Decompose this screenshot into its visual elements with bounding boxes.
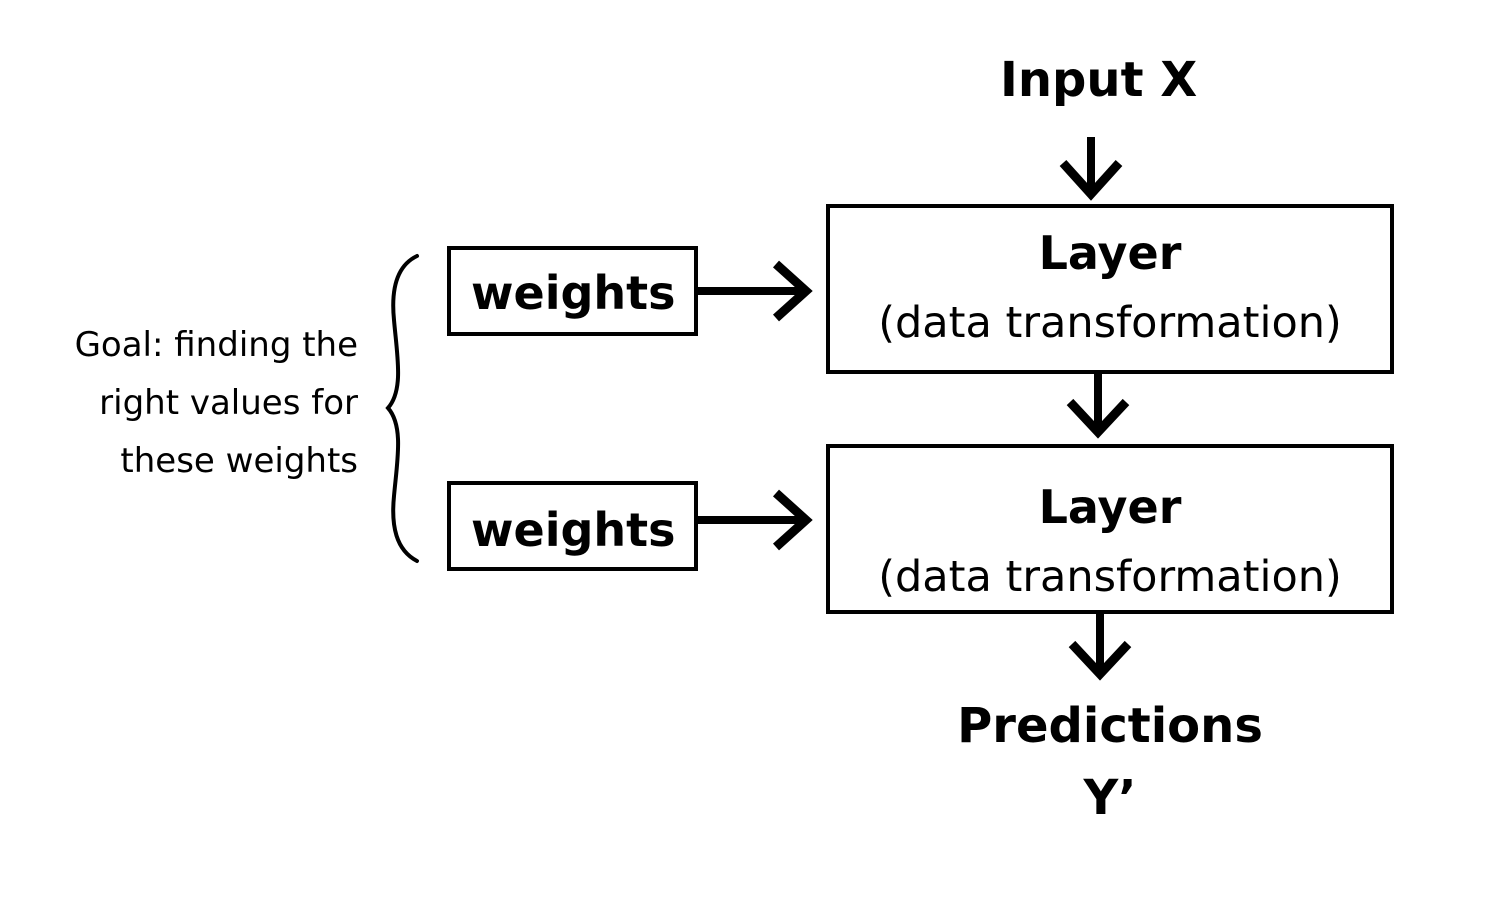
layer-box-2: Layer (data transformation) [826,444,1394,614]
goal-line-1: Goal: finding the [74,325,358,365]
arrow-weights2-to-layer2 [698,489,813,551]
layer-description-2: (data transformation) [878,552,1342,602]
arrow-layer1-to-layer2 [1066,374,1130,439]
arrow-layer2-to-predictions [1068,614,1132,681]
goal-line-3: these weights [120,441,358,481]
layer-name-2: Layer [1038,480,1182,534]
layer-box-1: Layer (data transformation) [826,204,1394,374]
weights-label-1: weights [471,266,676,320]
layer-name-1: Layer [1038,226,1182,280]
layer-description-1: (data transformation) [878,298,1342,348]
arrow-input-to-layer1 [1059,137,1123,201]
predictions-label: Predictions [957,698,1263,754]
goal-text: Goal: finding the right values for these… [10,316,358,490]
weights-box-1: weights [447,246,698,336]
input-label: Input X [1000,52,1198,108]
arrow-weights1-to-layer1 [698,260,813,322]
curly-brace-icon [385,254,419,563]
weights-label-2: weights [471,503,676,557]
output-symbol: Y’ [1083,770,1137,826]
goal-line-2: right values for [99,383,358,423]
weights-box-2: weights [447,481,698,571]
